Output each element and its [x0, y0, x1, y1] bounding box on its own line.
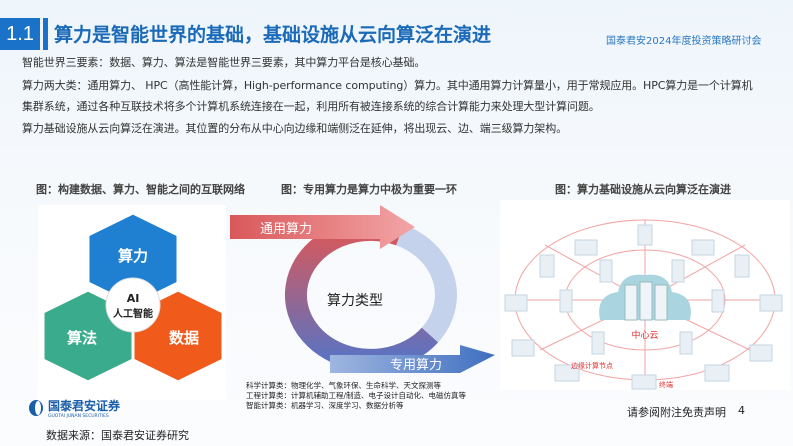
hex-right-label: 数据: [169, 329, 199, 347]
figure3-caption: 图：算力基础设施从云向算泛在演进: [555, 183, 731, 196]
hexagon-diagram: 算力 算法 数据 AI 人工智能: [38, 205, 226, 400]
body-line: 算力基础设施从云向算泛在演进。其位置的分布从中心向边缘和端侧泛在延伸，将出现云、…: [22, 122, 567, 135]
legend-line: 工程计算类：计算机辅助工程/制造、电子设计自动化、电磁仿真等: [246, 391, 467, 400]
disclaimer-link[interactable]: 请参阅附注免责声明: [627, 406, 726, 419]
company-logo: 国泰君安证券 GUOTAI JUNAN SECURITIES: [28, 397, 120, 419]
center-cloud-label: 中心云: [631, 329, 658, 341]
hex-left-label: 算法: [67, 329, 97, 347]
legend-line: 科学计算类：物理化学、气象环保、生命科学、天文探测等: [246, 381, 441, 390]
edge-node-label: 边缘计算节点: [571, 361, 613, 370]
conference-name: 国泰君安2024年度投资策略研讨会: [606, 36, 762, 47]
title-accent-bar: [43, 18, 48, 50]
page-title: 算力是智能世界的基础，基础设施从云向算泛在演进: [54, 24, 492, 46]
cycle-diagram: 通用算力 专用算力 算力类型: [230, 205, 495, 373]
logo-text-cn: 国泰君安证券: [48, 399, 121, 413]
network-diagram: 中心云 边缘计算节点 终端: [500, 200, 790, 390]
figure2-caption: 图：专用算力是算力中极为重要一环: [281, 183, 457, 196]
center-label-2: 人工智能: [113, 307, 153, 320]
special-compute-label: 专用算力: [390, 358, 442, 373]
section-number: 1.1: [0, 18, 40, 50]
figure1-caption: 图：构建数据、算力、智能之间的互联网络: [36, 183, 245, 196]
body-line: 算力两大类：通用算力、 HPC（高性能计算，High-performance c…: [22, 79, 753, 92]
logo-icon: [29, 400, 43, 416]
page-number: 4: [738, 404, 745, 417]
center-label-1: AI: [127, 292, 140, 305]
terminal-label: 终端: [659, 380, 673, 389]
body-line: 集群系统，通过各种互联技术将多个计算机系统连接在一起，利用所有被连接系统的综合计…: [22, 100, 600, 113]
logo-text-en: GUOTAI JUNAN SECURITIES: [48, 414, 109, 419]
hex-top-label: 算力: [118, 247, 148, 265]
general-compute-label: 通用算力: [260, 222, 312, 237]
data-source: 数据来源：国泰君安证券研究: [46, 429, 189, 442]
compute-type-label: 算力类型: [327, 293, 383, 309]
body-line: 智能世界三要素：数据、算力、算法是智能世界三要素，其中算力平台是核心基础。: [22, 56, 426, 69]
legend-line: 智能计算类：机器学习、深度学习、数据分析等: [246, 401, 404, 410]
